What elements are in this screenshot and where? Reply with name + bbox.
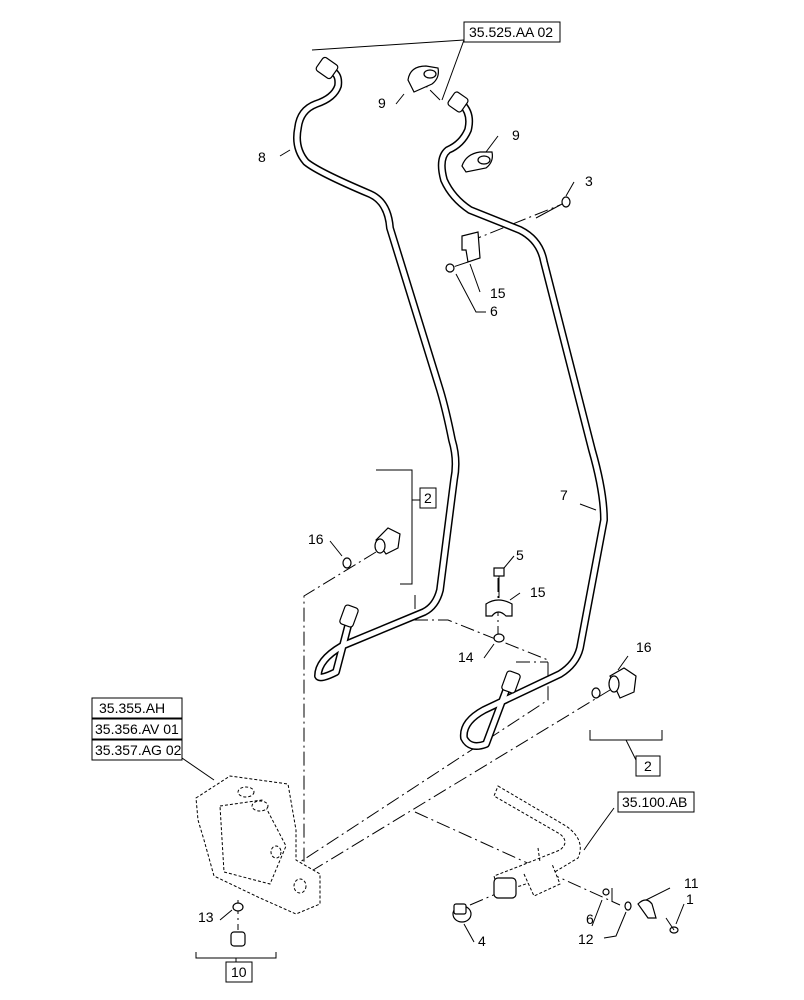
tube-fittings <box>315 56 521 694</box>
boxed-callout-2-upper: 2 <box>419 487 437 509</box>
fitting-connector-left <box>374 527 401 555</box>
leader-lines <box>181 39 685 943</box>
fitting-connector-right <box>608 667 637 699</box>
svg-text:10: 10 <box>231 964 247 980</box>
callout-1: 1 <box>686 891 694 907</box>
plug-4 <box>452 903 472 923</box>
reference-box-top[interactable]: 35.525.AA 02 <box>463 21 561 43</box>
callout-14: 14 <box>458 649 474 665</box>
callout-16-left: 16 <box>308 531 324 547</box>
callout-6-upper: 6 <box>490 303 498 319</box>
group-bracket-2-lower <box>589 730 663 761</box>
svg-text:2: 2 <box>424 490 432 506</box>
callout-4: 4 <box>478 933 486 949</box>
washer-14 <box>493 633 505 643</box>
clip-11 <box>637 899 657 919</box>
callout-13: 13 <box>198 909 214 925</box>
ref-valve-3: 35.357.AG 02 <box>95 742 182 758</box>
callout-5: 5 <box>516 547 524 563</box>
washer-6-lower <box>602 888 610 896</box>
bolt-1 <box>665 917 679 934</box>
washer-12 <box>624 901 632 911</box>
oring-16-right <box>591 687 601 699</box>
callout-16-right: 16 <box>636 639 652 655</box>
hydraulic-tube-7 <box>437 100 608 750</box>
bracket-15-lower <box>485 599 513 617</box>
svg-text:2: 2 <box>644 758 652 774</box>
clamp-9-upper <box>407 65 439 93</box>
callout-7: 7 <box>560 487 568 503</box>
ref-valve-2: 35.356.AV 01 <box>95 721 179 737</box>
seal-13 <box>232 902 244 912</box>
ref-valve-1: 35.355.AH <box>99 700 165 716</box>
clamp-9-lower <box>461 151 493 173</box>
oring-16-left <box>342 557 352 569</box>
cap-fitting-10 <box>230 931 246 947</box>
hydraulic-tube-8 <box>293 66 460 682</box>
boxed-callout-2-lower: 2 <box>635 755 661 777</box>
group-bracket-2-upper <box>376 469 420 585</box>
callout-labels: 8 9 9 3 15 6 7 16 5 15 14 16 11 1 6 12 4… <box>198 95 699 949</box>
group-bracket-10 <box>195 952 277 962</box>
callout-9-upper: 9 <box>378 95 386 111</box>
callout-9-lower: 9 <box>512 127 520 143</box>
callout-15-lower: 15 <box>530 584 546 600</box>
callout-3: 3 <box>585 173 593 189</box>
callout-6-lower: 6 <box>586 911 594 927</box>
reference-box-valve[interactable]: 35.355.AH 35.356.AV 01 35.357.AG 02 <box>91 697 183 761</box>
reference-box-pipe[interactable]: 35.100.AB <box>617 791 695 813</box>
callout-15-upper: 15 <box>490 285 506 301</box>
callout-11: 11 <box>684 875 699 891</box>
svg-text:35.525.AA 02: 35.525.AA 02 <box>469 24 553 40</box>
control-valve-body <box>195 775 321 915</box>
callout-12: 12 <box>578 931 594 947</box>
bolt-3 <box>535 196 571 219</box>
connector-assembly <box>493 877 517 899</box>
boxed-callout-10: 10 <box>225 961 253 983</box>
nut-6-upper <box>445 263 455 273</box>
bracket-15-upper <box>461 231 481 263</box>
callout-8: 8 <box>258 149 266 165</box>
bolt-5 <box>493 567 505 598</box>
svg-text:35.100.AB: 35.100.AB <box>622 794 687 810</box>
